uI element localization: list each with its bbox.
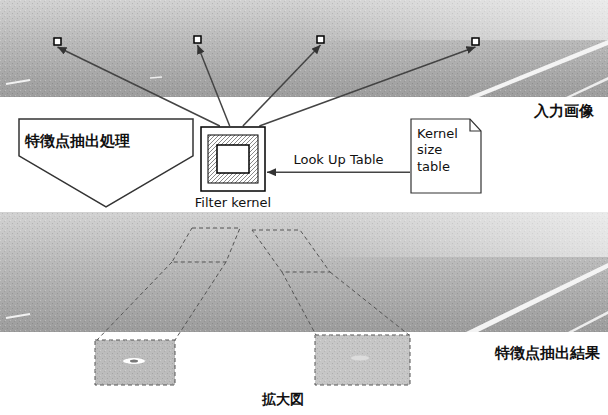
filter-kernel: Filter kernel xyxy=(200,126,266,192)
node-text: 入力画像 xyxy=(534,102,594,121)
kernel-outer xyxy=(201,127,265,191)
lane-dash xyxy=(6,80,30,84)
zoom-inset xyxy=(95,340,175,385)
block-arrow xyxy=(19,119,193,207)
result-image-band: 特徴点抽出結果 xyxy=(0,212,608,332)
zoom-leader xyxy=(330,272,409,335)
lane-dash xyxy=(150,77,162,78)
photo-grain xyxy=(0,212,608,332)
kernel-inner xyxy=(217,145,249,173)
zoom-leader xyxy=(282,272,316,335)
photo-haze xyxy=(300,212,608,257)
lane-dash xyxy=(6,314,30,318)
kernel-size-table-note: Kernel size table xyxy=(410,118,482,194)
node-text: Filter kernel xyxy=(195,195,271,211)
zoom-region xyxy=(252,230,330,272)
connector-arrow xyxy=(58,47,220,126)
photo-grain xyxy=(0,0,608,97)
zoom-region xyxy=(172,228,240,262)
downArrow-outline xyxy=(18,118,194,208)
input-photo xyxy=(0,0,608,97)
feature-blob xyxy=(123,358,145,364)
zoom-leader xyxy=(175,262,226,340)
zoom-inset xyxy=(315,335,410,385)
node-text: 特徴点抽出処理 xyxy=(25,132,130,151)
lane-line xyxy=(568,311,608,332)
node-text: 特徴点抽出結果 xyxy=(495,344,600,363)
photo-haze xyxy=(300,0,608,40)
connector-arrow xyxy=(243,45,321,126)
connector-arrow xyxy=(198,45,230,126)
process-arrow: 特徴点抽出処理 xyxy=(18,118,194,208)
input-image-band: 入力画像 xyxy=(0,0,608,97)
feature-blob xyxy=(130,360,138,363)
lane-line xyxy=(466,263,608,332)
edge-label-text: Look Up Table xyxy=(293,152,383,167)
feature-point-marker xyxy=(194,36,201,43)
note-fold xyxy=(470,119,481,131)
zoom-leader xyxy=(97,262,172,340)
result-photo xyxy=(0,212,608,332)
feature-point-marker xyxy=(472,38,479,45)
feature-point-marker xyxy=(317,36,324,43)
feature-blob xyxy=(351,356,369,361)
feature-point-marker xyxy=(54,38,61,45)
photo-grain xyxy=(95,340,175,385)
node-text: Kernel size table xyxy=(417,126,473,175)
kernel-hatch xyxy=(208,135,258,183)
photo-grain xyxy=(315,335,410,385)
kernel-outline xyxy=(200,126,266,192)
connector-arrow xyxy=(259,47,475,126)
lane-line xyxy=(566,77,608,97)
note-outline xyxy=(411,119,481,193)
edge-label: Look Up Table xyxy=(291,152,385,167)
lane-line xyxy=(468,40,608,97)
connector-arrow xyxy=(267,171,410,173)
zoom-caption: 拡大図 xyxy=(262,391,304,409)
